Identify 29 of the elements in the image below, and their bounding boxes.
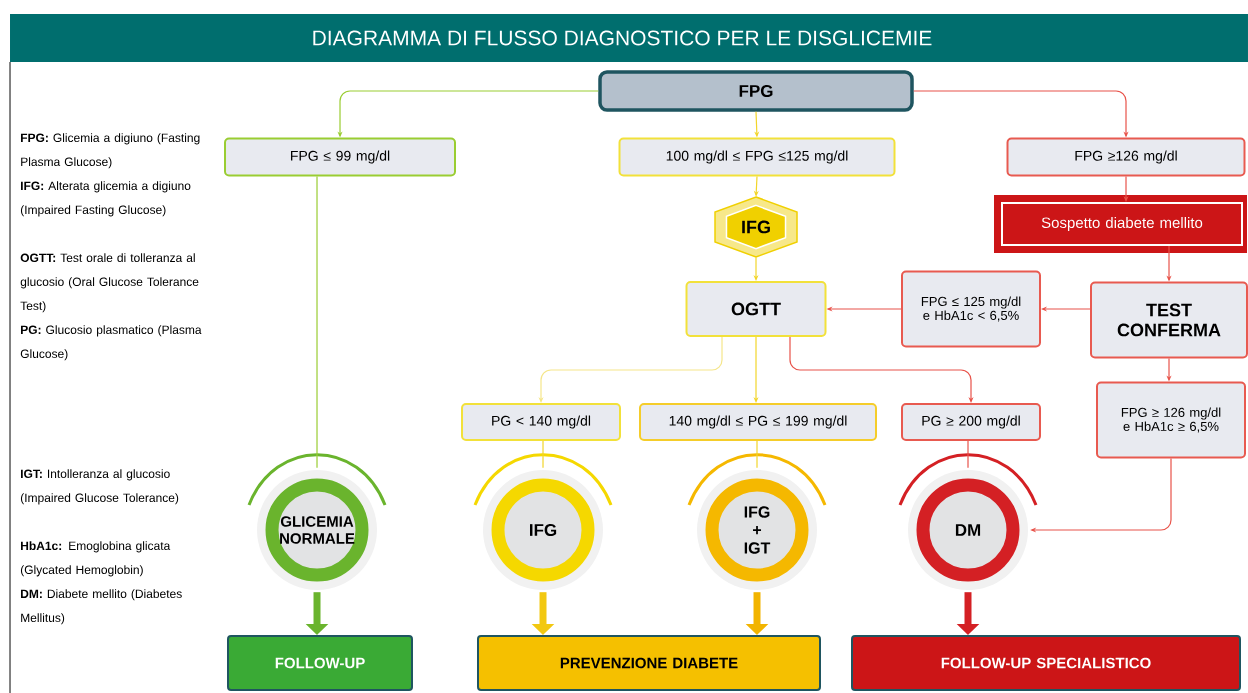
condition-box: PG < 140 mg/dl [461,403,621,441]
condition-box: OGTT [685,281,827,337]
definition-text: HbA1c: Emoglobina glicata (Glycated Hemoglobin) [20,541,171,577]
hexagon-badge: IFG [714,196,798,258]
condition-box: FPG ≤ 125 mg/dl e HbA1c < 6,5% [901,270,1041,348]
condition-box: TEST CONFERMA [1090,281,1248,359]
result-box: PREVENZIONE DIABETE [477,635,821,691]
definition-text: DM: Diabete mellito (Diabetes Mellitus) [21,589,182,625]
definition-text: FPG: Glicemia a digiuno (Fasting Plasma Glucose) [21,133,200,169]
connector-line [316,175,318,469]
condition-box: 140 mg/dl ≤ PG ≤ 199 mg/dl [639,403,877,441]
definition-text: IGT: Intolleranza al glucosio (Impaired Glucose Tolerance) [20,469,179,505]
connector-line [756,440,758,469]
definition-text: PG: Glucosio plasmatico (Plasma Glucose) [20,325,202,361]
result-box: FOLLOW-UP [227,635,413,691]
result-box: FOLLOW-UP SPECIALISTICO [851,635,1241,691]
connector-line [542,440,544,469]
alert-box: Sospetto diabete mellito [994,195,1247,253]
connector-line [967,440,969,469]
start-box: FPG [598,70,914,112]
title-bar: DIAGRAMMA DI FLUSSO DIAGNOSTICO PER LE DISGLICEMIE [10,14,1248,62]
definition-text: IFG: Alterata glicemia a digiuno (Impaired Fasting Glucose) [20,181,191,217]
condition-box: FPG ≥126 mg/dl [1006,137,1246,177]
condition-box: 100 mg/dl ≤ FPG ≤125 mg/dl [618,137,896,177]
condition-box: FPG ≥ 126 mg/dl e HbA1c ≥ 6,5% [1096,381,1246,459]
definition-text: OGTT: Test orale di tolleranza al glucosio (Oral Glucose Tolerance Test) [20,253,199,313]
condition-box: FPG ≤ 99 mg/dl [224,137,456,177]
condition-box: PG ≥ 200 mg/dl [901,403,1041,441]
arrow [789,336,974,403]
